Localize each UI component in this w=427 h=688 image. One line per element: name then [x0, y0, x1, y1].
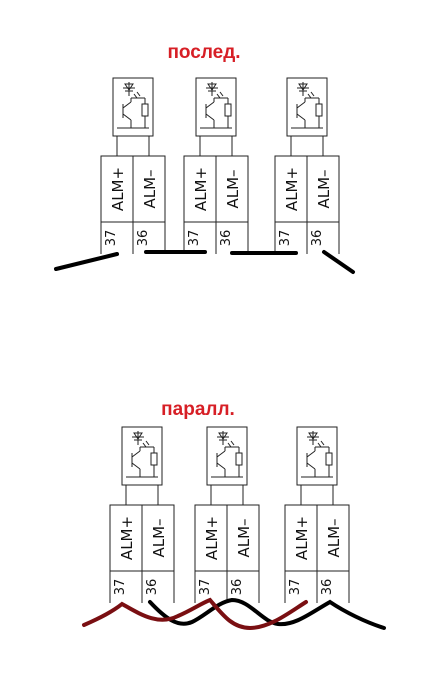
driver-unit: ALM+ ALM– 37 36 — [194, 426, 260, 603]
driver-unit: ALM+ ALM– 37 36 — [109, 426, 175, 603]
alm-minus-terminal — [316, 504, 350, 572]
pin-36-label: 36 — [145, 579, 160, 596]
alm-plus-label: ALM+ — [118, 516, 136, 560]
alm-minus-terminal — [141, 504, 175, 572]
parallel-connection-title: паралл. — [161, 399, 235, 420]
series-wire-in — [54, 252, 119, 271]
alm-plus-terminal — [284, 504, 318, 572]
pin-36-label: 36 — [310, 230, 325, 247]
pin-36-label: 36 — [136, 230, 151, 247]
pin-37-label: 37 — [278, 230, 293, 247]
parallel-wire-alm-plus — [82, 597, 308, 631]
pin-37-label: 37 — [187, 230, 202, 247]
pin-37-label: 37 — [113, 579, 128, 596]
alm-minus-label: ALM– — [150, 518, 168, 557]
optocoupler-symbol — [200, 82, 232, 129]
alm-minus-label: ALM– — [141, 169, 159, 208]
alm-plus-label: ALM+ — [109, 167, 127, 211]
pin-37-label: 37 — [288, 579, 303, 596]
alm-minus-label: ALM– — [315, 169, 333, 208]
pin-37-label: 37 — [104, 230, 119, 247]
driver-unit: ALM+ ALM– 37 36 — [183, 77, 249, 254]
alm-plus-terminal — [109, 504, 143, 572]
driver-unit: ALM+ ALM– 37 36 — [274, 77, 340, 254]
alm-plus-label: ALM+ — [293, 516, 311, 560]
alm-plus-label: ALM+ — [203, 516, 221, 560]
optocoupler-symbol — [301, 431, 333, 478]
optocoupler-symbol — [117, 82, 149, 129]
series-wire-out — [322, 250, 355, 274]
pin-36-label: 36 — [320, 579, 335, 596]
series-section: ALM+ ALM– 37 36 — [54, 77, 355, 274]
parallel-section: ALM+ ALM– 37 36 — [82, 426, 386, 631]
optocoupler-symbol — [211, 431, 243, 478]
series-connection-title: послед. — [167, 42, 240, 63]
driver-unit: ALM+ ALM– 37 36 — [100, 77, 166, 254]
optocoupler-box — [206, 426, 248, 486]
pin-37-label: 37 — [198, 579, 213, 596]
alm-minus-terminal — [132, 155, 166, 223]
alm-minus-label: ALM– — [235, 518, 253, 557]
optocoupler-box — [195, 77, 237, 137]
optocoupler-box — [121, 426, 163, 486]
alm-minus-terminal — [306, 155, 340, 223]
optocoupler-symbol — [126, 431, 158, 478]
parallel-wire-alm-minus — [148, 597, 386, 630]
driver-unit: ALM+ ALM– 37 36 — [284, 426, 350, 603]
pin-36-label: 36 — [219, 230, 234, 247]
optocoupler-box — [296, 426, 338, 486]
alm-plus-terminal — [194, 504, 228, 572]
alm-minus-terminal — [215, 155, 249, 223]
optocoupler-symbol — [291, 82, 323, 129]
pin-36-label: 36 — [230, 579, 245, 596]
alm-minus-label: ALM– — [325, 518, 343, 557]
optocoupler-box — [286, 77, 328, 137]
alm-plus-label: ALM+ — [192, 167, 210, 211]
alm-minus-terminal — [226, 504, 260, 572]
alm-plus-terminal — [274, 155, 308, 223]
alm-plus-terminal — [183, 155, 217, 223]
optocoupler-box — [112, 77, 154, 137]
alm-plus-label: ALM+ — [283, 167, 301, 211]
alm-minus-label: ALM– — [224, 169, 242, 208]
